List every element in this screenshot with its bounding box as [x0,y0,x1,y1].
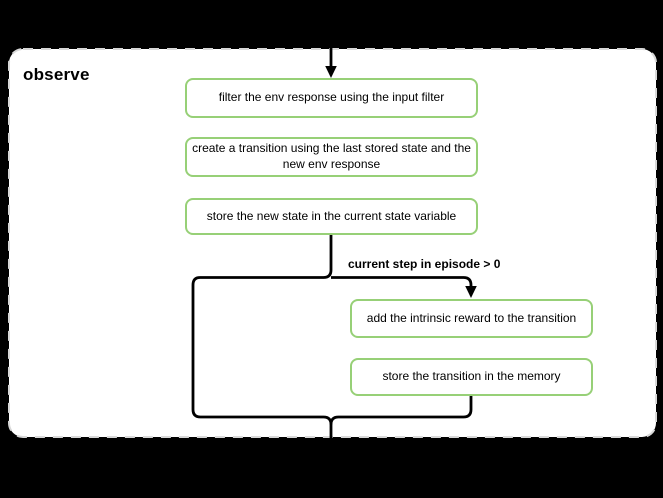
arrowhead-down-icon [325,66,337,78]
arrowhead-down-icon [465,286,477,298]
node-create-transition: create a transition using the last store… [185,137,478,177]
group-title: observe [23,65,90,84]
connector-skip-branch [191,235,333,461]
node-store-transition: store the transition in the memory [350,358,593,396]
node-store-new-state: store the new state in the current state… [185,198,478,235]
node-label: create a transition using the last store… [192,141,471,171]
connector-condition-branch [331,276,473,287]
observe-group-outline [8,48,657,438]
node-label: store the transition in the memory [382,369,561,384]
node-label: filter the env response using the input … [218,90,445,105]
connector-merge-branch [329,396,473,425]
node-label: store the new state in the current state… [206,208,457,223]
edge-condition-label: current step in episode > 0 [348,257,501,271]
node-filter-env-response: filter the env response using the input … [185,78,478,118]
node-add-intrinsic-reward: add the intrinsic reward to the transiti… [350,299,593,338]
node-label: add the intrinsic reward to the transiti… [366,310,577,325]
